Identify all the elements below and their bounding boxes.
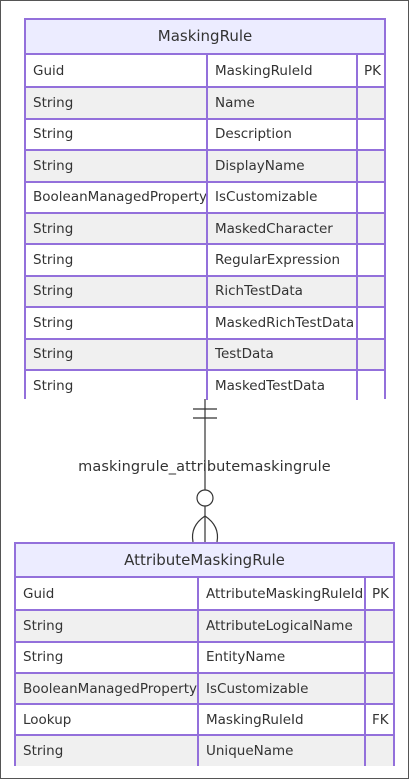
attribute-key [356,213,384,244]
attribute-name: MaskedTestData [206,370,356,401]
attribute-row: String MaskedCharacter [26,211,384,244]
attribute-name: MaskedRichTestData [206,308,356,338]
attribute-row: String Description [26,117,384,150]
attribute-key [364,736,393,766]
attribute-type: String [33,283,74,300]
relationship-label: maskingrule_attributemaskingrule [78,459,331,475]
attribute-type: String [33,346,74,363]
attribute-type: String [33,95,74,112]
attribute-row: String MaskedTestData [26,368,384,401]
attribute-key [356,276,384,307]
attribute-key: FK [364,705,393,735]
attribute-row: String TestData [26,337,384,369]
attribute-name: MaskingRuleId [197,705,364,735]
attribute-key [356,308,384,338]
attribute-type: String [33,377,74,394]
entity-title: AttributeMaskingRule [16,544,393,578]
attribute-key [356,119,384,150]
attribute-key [356,245,384,275]
attribute-name: Description [206,119,356,150]
attribute-key [356,88,384,118]
attribute-key [356,182,384,212]
attribute-key [364,673,393,704]
attribute-row: String Name [26,86,384,118]
attribute-type: String [33,314,74,331]
attribute-name: EntityName [197,642,364,672]
attribute-name: TestData [206,339,356,369]
attribute-type: Guid [33,62,65,79]
entity-title: MaskingRule [26,20,384,55]
attribute-type: Guid [23,585,55,602]
attribute-row: String EntityName [16,640,393,672]
attribute-key [356,339,384,369]
attribute-row: String DisplayName [26,149,384,181]
attribute-key [356,151,384,181]
attribute-type: BooleanManagedProperty [23,680,197,697]
attribute-type: Lookup [23,711,72,728]
attribute-type: String [23,649,64,666]
attribute-name: Name [206,88,356,118]
attribute-row: String RegularExpression [26,243,384,275]
attribute-name: MaskingRuleId [206,55,356,87]
attribute-type: String [33,157,74,174]
attribute-type: String [33,252,74,269]
attribute-type: String [23,743,64,760]
attribute-row: String MaskedRichTestData [26,306,384,338]
attribute-key [364,611,393,641]
attribute-name: AttributeLogicalName [197,611,364,641]
attribute-row: String UniqueName [16,734,393,766]
attribute-name: RichTestData [206,276,356,307]
attribute-key: PK [364,578,393,610]
attribute-name: UniqueName [197,736,364,766]
cardinality-zero-circle [196,489,214,507]
attribute-type: String [33,126,74,143]
entity-attributemaskingrule[interactable]: AttributeMaskingRule Guid AttributeMaskin… [14,542,395,766]
attribute-type: String [33,220,74,237]
attribute-name: DisplayName [206,151,356,181]
cardinality-many-crowfoot [191,515,219,543]
attribute-name: IsCustomizable [206,182,356,212]
attribute-key [364,642,393,672]
attribute-key [356,370,384,401]
attribute-name: AttributeMaskingRuleId [197,578,364,610]
attribute-key: PK [356,55,384,87]
attribute-name: IsCustomizable [197,673,364,704]
attribute-type: BooleanManagedProperty [33,189,206,206]
attribute-row: String AttributeLogicalName [16,609,393,641]
attribute-type: String [23,617,64,634]
attribute-name: MaskedCharacter [206,213,356,244]
attribute-row: String RichTestData [26,274,384,307]
attribute-name: RegularExpression [206,245,356,275]
